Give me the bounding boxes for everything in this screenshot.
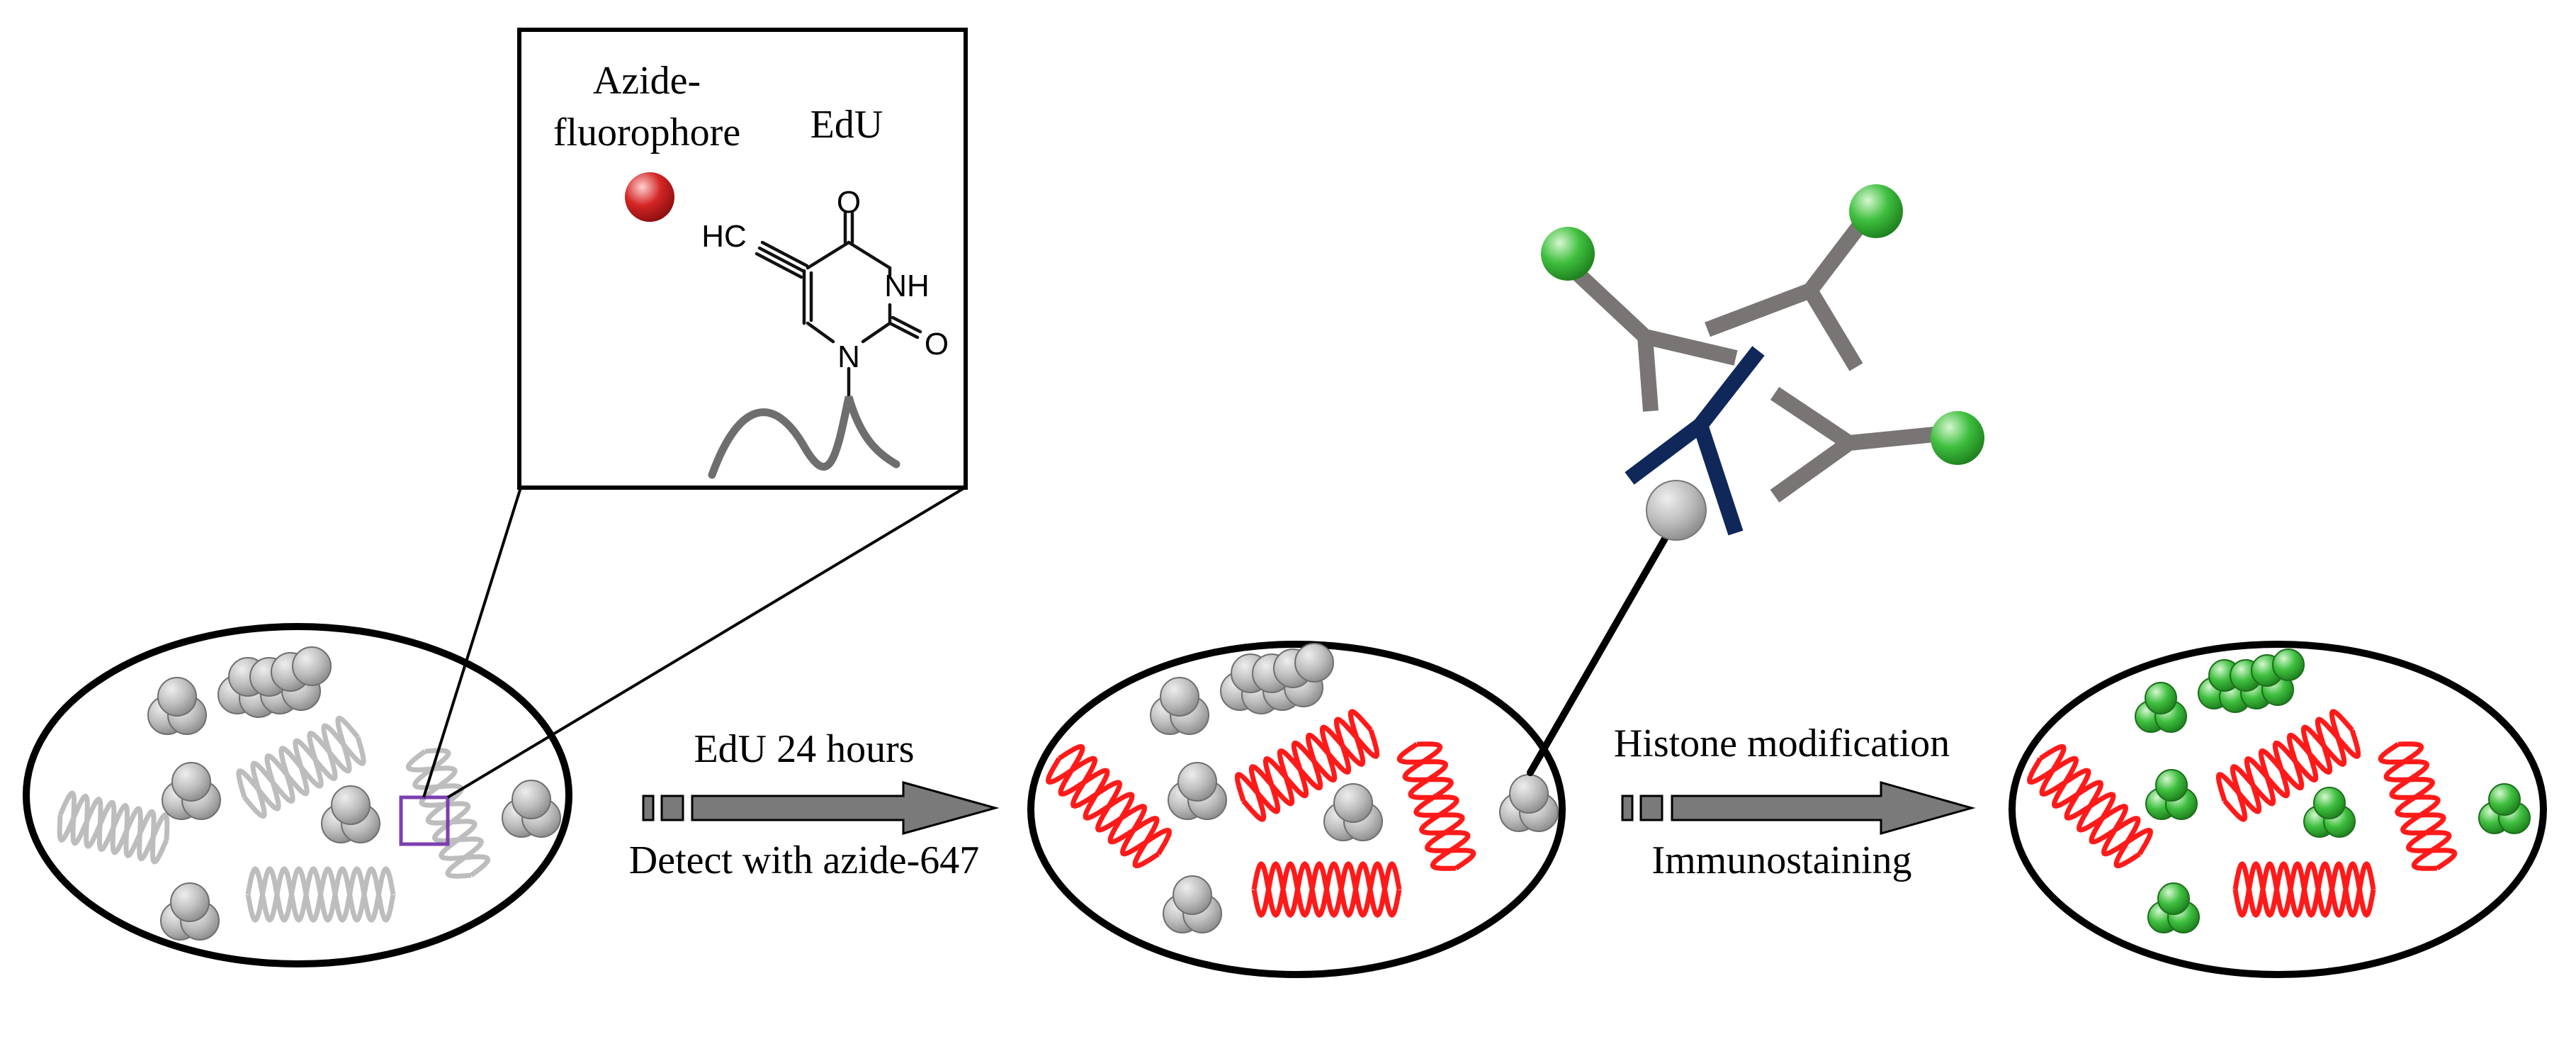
secondary-antibody-top-left (1564, 259, 1738, 412)
cell-1 (23, 623, 572, 967)
arrow-dash (642, 795, 655, 821)
dna-helix (1046, 743, 1172, 869)
histone-bead (170, 882, 210, 922)
edu-bond (861, 321, 892, 344)
dna-helix (236, 715, 366, 819)
atom-nh: NH (884, 269, 930, 303)
dna-helix (2378, 741, 2458, 871)
dna-helix (1251, 860, 1402, 919)
dna-helix (57, 790, 170, 865)
edu-molecule (755, 211, 922, 399)
step-2-arrow: Histone modification Immunostaining (1614, 722, 1976, 882)
inset-frame (517, 28, 968, 490)
antibody-complex (1527, 184, 1984, 776)
cell-2-histones (1150, 643, 1559, 933)
cell-3-histones (2135, 649, 2531, 933)
cell-2 (1027, 641, 1566, 978)
dna-helix (245, 865, 396, 924)
cell-1-histones (147, 646, 561, 941)
step-1-arrow: EdU 24 hours Detect with azide-647 (629, 727, 1000, 882)
edu-bond (757, 246, 806, 274)
edu-inset: Azide- fluorophore EdU HC (517, 28, 968, 490)
histone-bead (1177, 762, 1217, 802)
edu-bond (755, 252, 803, 279)
step-1-label-bottom: Detect with azide-647 (629, 838, 979, 882)
arrow-body (1671, 781, 1976, 835)
arrow-dash (660, 795, 684, 821)
atom-o-top: O (837, 185, 861, 220)
target-histone (1646, 480, 1707, 541)
edu-bond (891, 315, 922, 334)
cell-3 (2009, 641, 2547, 978)
step-2-label-top: Histone modification (1614, 722, 1950, 765)
stained-histone-bead (2272, 649, 2305, 681)
cell-3-dna (2027, 709, 2458, 919)
edu-bond (847, 240, 892, 270)
arrow-dash (1621, 795, 1634, 821)
histone-bead (1333, 783, 1373, 823)
atom-hc: HC (701, 219, 747, 254)
stained-histone-bead (2155, 769, 2188, 802)
stained-histone-bead (2313, 787, 2346, 819)
histone-bead (1173, 875, 1212, 915)
dna-backbone-curve (708, 395, 900, 479)
dna-helix (2027, 743, 2153, 869)
histone-bead (292, 646, 332, 686)
fluor-secondary-bead (1541, 227, 1595, 281)
histone-tether-line (1527, 535, 1668, 776)
fluor-secondary-bead (1849, 184, 1903, 238)
dna-helix (2232, 860, 2376, 919)
dna-helix (1396, 741, 1476, 871)
azide-label-line2: fluorophore (553, 111, 740, 155)
secondary-antibody-right (1770, 386, 1936, 503)
atom-n: N (837, 339, 860, 374)
zoom-line-left (422, 487, 522, 798)
dna-helix (2215, 709, 2361, 822)
edu-bond (806, 240, 851, 270)
histone-bead (157, 677, 197, 717)
fluor-secondary-bead (1931, 411, 1984, 465)
step-1-label-top: EdU 24 hours (694, 727, 914, 771)
histone-bead (1160, 677, 1199, 717)
cell-2-dna (1046, 709, 1476, 919)
edu-bond (888, 321, 920, 339)
cell-1-dna (57, 715, 491, 924)
secondary-antibody-top-right (1705, 220, 1866, 371)
histone-bead (1509, 774, 1549, 814)
step-2-label-bottom: Immunostaining (1651, 838, 1911, 882)
arrow-body (691, 781, 1000, 835)
edu-bond (760, 240, 809, 268)
stained-histone-bead (2157, 882, 2190, 915)
edu-bond (806, 321, 835, 344)
zoom-line-right (446, 486, 966, 799)
histone-bead (1294, 643, 1334, 683)
dna-helix (405, 748, 491, 879)
arrow-dash (1639, 795, 1663, 821)
stained-histone-bead (2488, 783, 2521, 816)
atom-o-right: O (925, 327, 949, 361)
histone-bead (512, 780, 551, 819)
stained-histone-bead (2145, 682, 2177, 714)
azide-fluorophore-bead (625, 172, 674, 222)
azide-label-line1: Azide- (593, 59, 701, 103)
edu-label: EdU (810, 103, 883, 147)
dna-helix (1234, 709, 1380, 822)
primary-antibody (1625, 346, 1765, 536)
histone-bead (171, 762, 211, 802)
histone-bead (331, 785, 371, 825)
